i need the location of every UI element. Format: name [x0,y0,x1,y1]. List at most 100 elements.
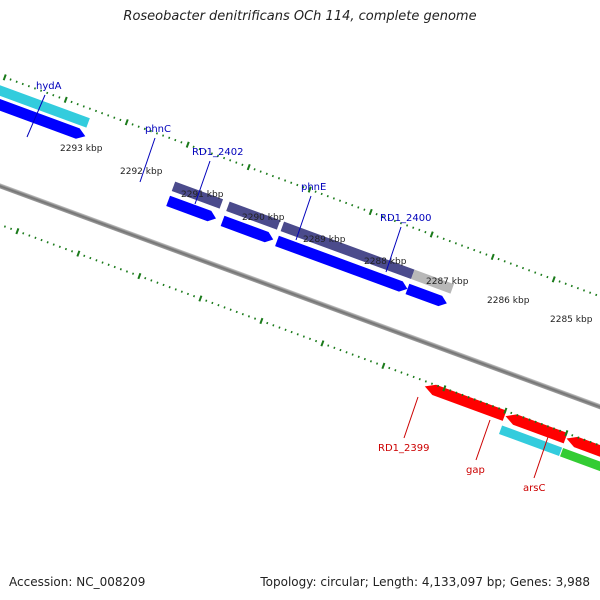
cds-gap-arrow[interactable] [504,411,568,444]
tick-minor [302,335,305,338]
leader-arsc [533,436,549,479]
tick-minor [119,268,122,271]
tick-minor [333,346,336,350]
tick-minor [345,351,348,354]
tick-minor [266,321,269,325]
tick-minor [150,279,153,282]
tick-minor [351,353,354,356]
tick-minor [52,243,55,246]
leader-rd1-2402 [194,160,211,205]
tick-label-2288: 2288 kbp [364,257,407,267]
tick-label-2287: 2287 kbp [426,277,469,287]
tick-minor [137,125,140,128]
cds-arsc-arrow[interactable] [565,433,600,462]
tick-minor [399,221,403,225]
tick-minor [540,273,543,276]
tick-minor [70,100,73,104]
tick-major [442,385,447,392]
tick-minor [168,286,171,289]
tick-minor [552,427,556,430]
tick-minor [94,109,98,113]
tick-minor [515,264,518,267]
gene-label-rd1-2400[interactable]: RD1_2400 [380,213,431,224]
tick-minor [156,281,159,284]
tick-minor [559,429,562,433]
tick-minor [265,172,268,175]
tick-minor [400,371,403,374]
tick-minor [558,280,561,283]
gene-label-gap[interactable]: gap [466,465,485,476]
gene-label-rd1-2399[interactable]: RD1_2399 [378,443,429,454]
tick-major [429,231,434,238]
gene-label-phne[interactable]: phnE [301,182,326,193]
tick-minor [332,197,335,200]
tick-label-2285: 2285 kbp [550,315,593,325]
tick-minor [223,306,226,309]
tick-minor [388,366,391,370]
tick-minor [479,400,482,403]
tick-minor [76,102,79,106]
tick-minor [534,271,537,274]
cds-hyda-arrow[interactable] [0,95,87,142]
tick-minor [528,418,531,421]
tick-major [551,276,556,283]
tick-minor [497,257,500,261]
tick-minor [485,253,488,256]
tick-minor [442,237,445,241]
tick-minor [571,434,574,437]
tick-minor [437,384,440,388]
accession-text: Accession: NC_008209 [9,575,146,589]
tick-minor [162,283,165,287]
tick-minor [467,395,470,399]
tick-minor [327,344,330,347]
cds-rd1-2400-arrow[interactable] [405,283,449,309]
tick-major [137,272,142,280]
tick-minor [449,389,452,392]
tick-minor [58,245,61,249]
tick-major [185,141,190,148]
tick-minor [546,425,549,428]
tick-minor [308,337,312,341]
tick-minor [3,225,6,228]
tick-minor [241,312,244,316]
tick-minor [33,87,37,90]
gene-label-hyda[interactable]: hydA [36,81,62,92]
tick-major [63,96,68,103]
tick-minor [381,215,384,218]
tick-minor [46,91,49,95]
tick-marks-inner [3,225,598,446]
cds-rd1-2402-arrow[interactable] [220,215,275,245]
tick-minor [235,161,238,164]
tick-minor [582,289,586,292]
gene-label-phnc[interactable]: phnC [145,124,171,135]
gene-label-rd1-2402[interactable]: RD1_2402 [192,147,243,158]
leader-phnc [139,137,156,183]
tick-minor [125,270,128,273]
tick-label-2293: 2293 kbp [60,144,103,154]
cds-rd1-2399-arrow[interactable] [423,381,507,421]
tick-minor [320,192,323,196]
tick-minor [174,138,177,142]
tick-minor [448,239,451,243]
leader-rd1-2399 [403,396,419,439]
cds-phne-arrow[interactable] [275,235,409,294]
tick-label-2291: 2291 kbp [181,190,224,200]
tick-minor [418,228,421,232]
tick-minor [357,355,360,358]
tick-minor [83,254,86,257]
tick-minor [143,127,146,131]
tick-minor [338,199,342,202]
tick-major [368,208,373,216]
gene-label-arsc[interactable]: arsC [523,483,545,494]
tick-minor [498,407,501,410]
tick-minor [522,416,525,419]
tick-minor [485,402,488,406]
tick-label-2286: 2286 kbp [487,296,530,306]
tick-minor [351,203,354,207]
tick-minor [15,80,18,83]
tick-minor [95,259,98,262]
cds-phnc-arrow[interactable] [166,195,218,224]
tick-minor [455,391,458,394]
tick-minor [296,333,299,336]
